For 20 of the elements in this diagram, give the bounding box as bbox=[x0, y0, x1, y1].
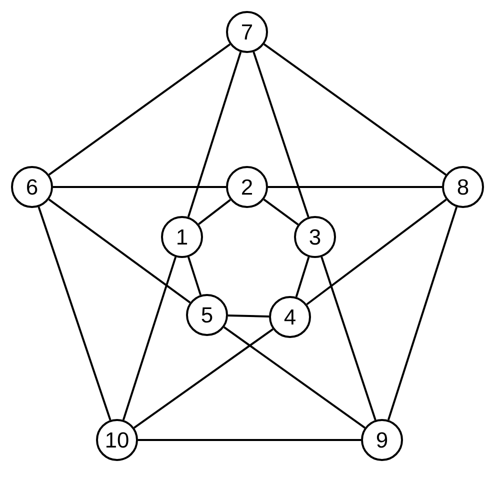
edge-line bbox=[134, 328, 274, 429]
edge-line bbox=[263, 43, 447, 176]
edge-line bbox=[228, 314, 270, 318]
edge-line bbox=[252, 52, 310, 218]
edge-line bbox=[187, 256, 202, 296]
edge-line bbox=[295, 256, 310, 298]
edge-line bbox=[187, 52, 242, 218]
edge-line bbox=[268, 186, 442, 188]
edge-line bbox=[198, 199, 231, 225]
edge-line bbox=[306, 198, 447, 306]
edge-line bbox=[122, 256, 177, 420]
edge-line bbox=[320, 256, 376, 420]
edge-line bbox=[48, 198, 191, 304]
edge-line bbox=[53, 186, 226, 188]
edge-line bbox=[38, 206, 112, 420]
edge-line bbox=[224, 326, 366, 429]
edge-line bbox=[48, 43, 231, 176]
edge-line bbox=[387, 206, 458, 420]
edge-line bbox=[138, 439, 361, 441]
edge-line bbox=[263, 198, 299, 226]
